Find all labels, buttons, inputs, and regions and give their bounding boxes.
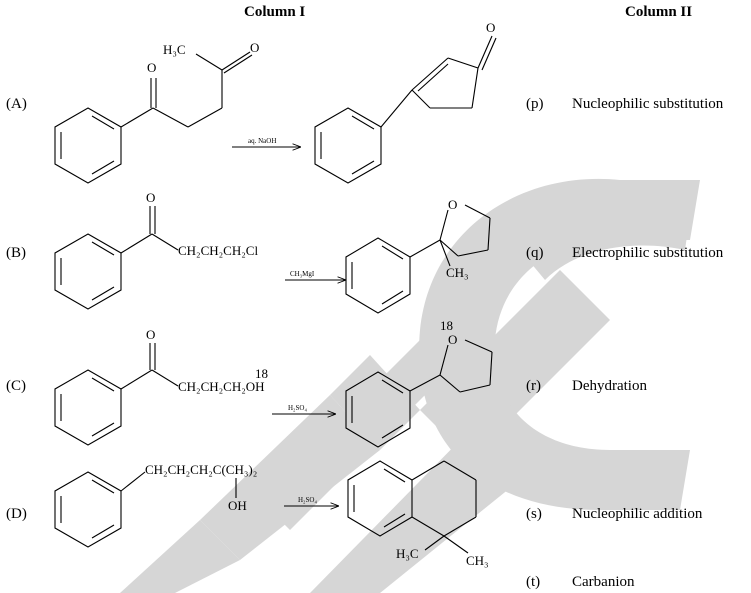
option-q-key: (q)	[526, 245, 544, 261]
row-label-a: (A)	[6, 96, 27, 112]
row-d-methyl-left: H₃C	[396, 546, 419, 561]
row-d-methyl-right: CH₃	[466, 553, 489, 568]
option-p-text: Nucleophilic substitution	[572, 96, 724, 112]
option-q-text: Electrophilic substitution	[572, 245, 724, 261]
row-a-product-oxygen: O	[486, 20, 496, 35]
row-b-methyl: CH₃	[446, 265, 469, 280]
benzene-ring-c-reactant	[54, 369, 122, 446]
option-p-key: (p)	[526, 96, 544, 112]
row-b-chain: CH₂CH₂CH₂Cl	[178, 243, 259, 258]
row-a-carbonyl-o1: O	[147, 60, 157, 75]
tetralin-structure	[347, 460, 477, 554]
row-label-d: (D)	[6, 506, 27, 522]
benzene-ring-d-reactant	[54, 471, 122, 548]
row-c-isotope: 18	[255, 366, 268, 381]
row-c-ring-oxygen: O	[448, 332, 458, 347]
row-c-reagent: H₂SO₄	[288, 404, 307, 412]
row-b-reagent: CH₃MgI	[290, 270, 315, 278]
row-c-ring-isotope: 18	[440, 318, 453, 333]
row-c-chain: CH₂CH₂CH₂OH	[178, 379, 265, 394]
benzene-ring-c-product	[345, 371, 411, 448]
option-t-key: (t)	[526, 574, 541, 590]
benzene-ring-b-reactant	[54, 233, 122, 310]
option-r-key: (r)	[526, 378, 541, 394]
option-r-text: Dehydration	[572, 378, 647, 394]
option-s-text: Nucleophilic addition	[572, 506, 703, 522]
row-d-chain: CH₂CH₂CH₂C(CH₃)₂	[145, 462, 258, 477]
benzene-ring-a-product	[314, 107, 382, 184]
column-one-header: Column I	[244, 4, 306, 20]
benzene-ring-b-product	[345, 237, 411, 314]
row-b-carbonyl-o: O	[146, 190, 156, 205]
option-s-key: (s)	[526, 506, 542, 522]
row-a-methyl-label: H₃C	[163, 42, 186, 57]
benzene-ring-a-reactant	[54, 107, 122, 184]
row-label-b: (B)	[6, 245, 26, 261]
row-d-reagent: H₂SO₄	[298, 496, 317, 504]
row-a-carbonyl-o2: O	[250, 40, 260, 55]
option-t-text: Carbanion	[572, 574, 635, 590]
row-c-carbonyl-o: O	[146, 327, 156, 342]
row-d-hydroxyl: OH	[228, 498, 247, 513]
bond-a1	[120, 107, 154, 128]
row-a-reagent: aq. NaOH	[248, 137, 277, 145]
row-b-ring-oxygen: O	[448, 197, 458, 212]
column-two-header: Column II	[625, 4, 693, 20]
row-label-c: (C)	[6, 378, 26, 394]
